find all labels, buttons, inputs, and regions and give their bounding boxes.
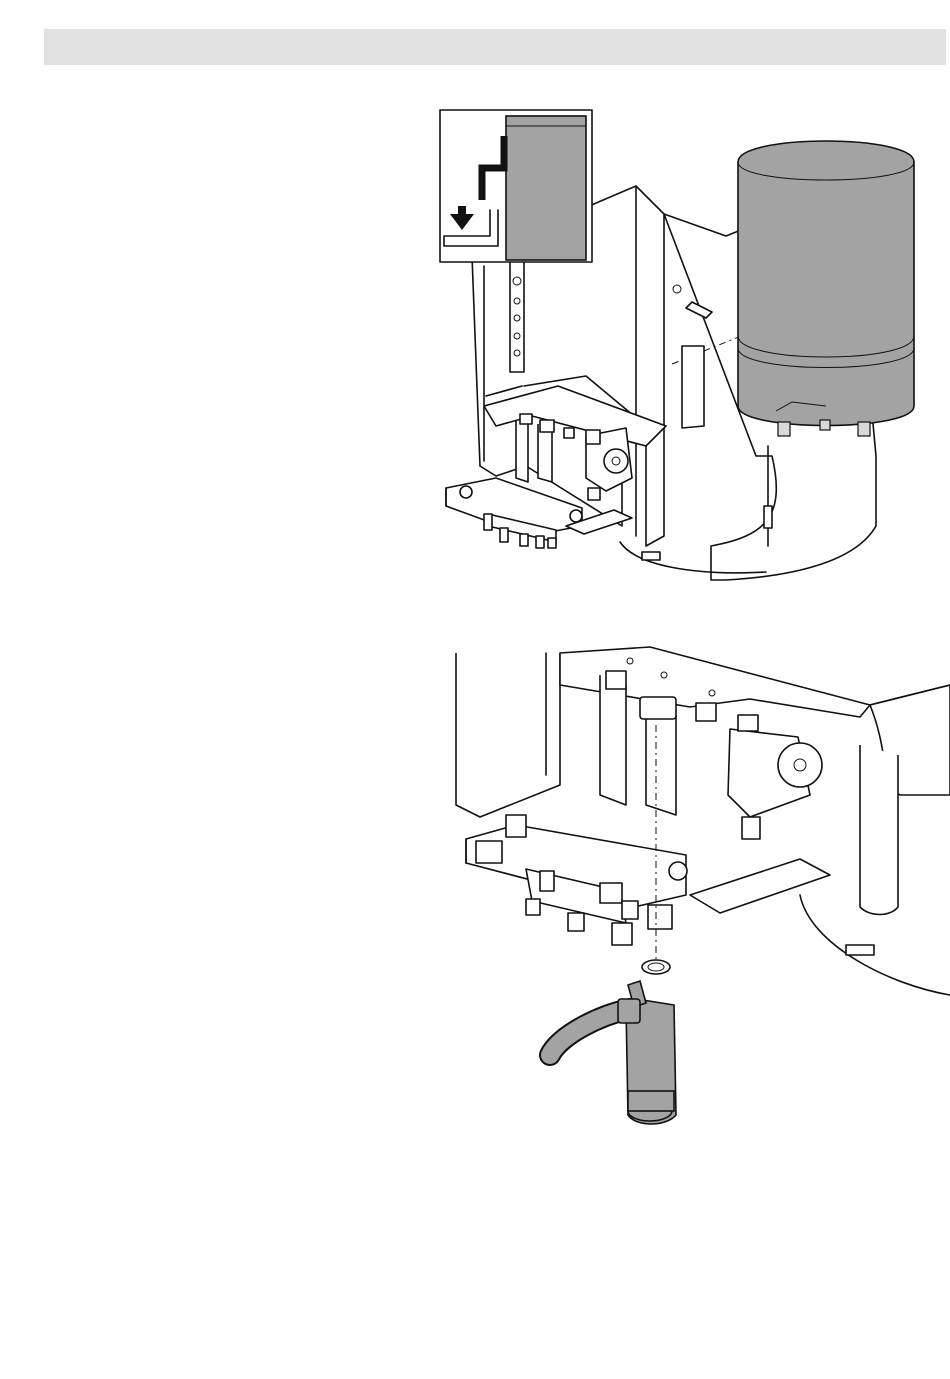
figure-1 xyxy=(436,106,950,590)
hose-connection-icon xyxy=(450,645,950,1135)
figure-2 xyxy=(450,645,950,1135)
expansion-vessel-removal-icon xyxy=(436,106,950,590)
header-bar xyxy=(44,29,946,65)
